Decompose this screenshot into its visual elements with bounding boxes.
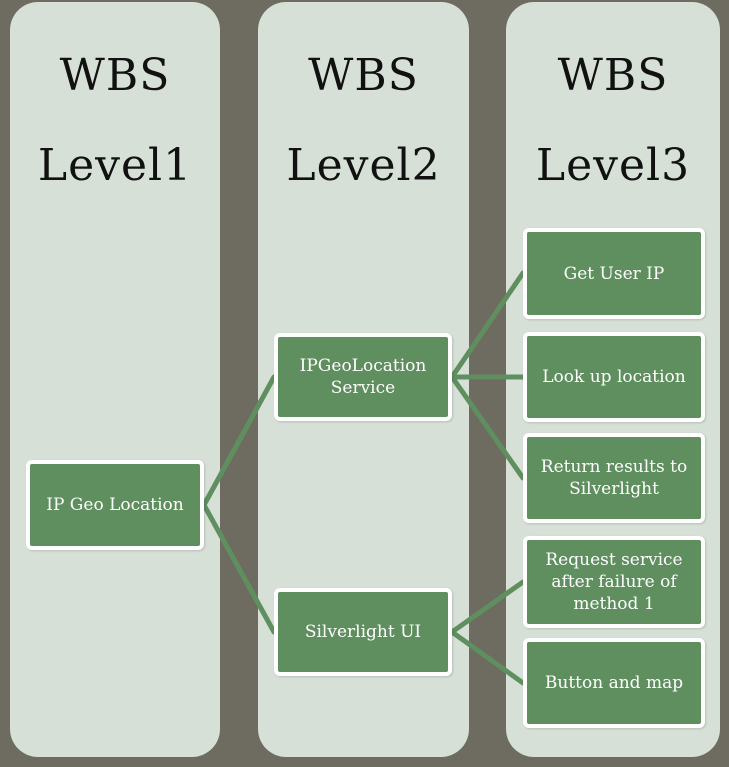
column-header: WBS Level2: [258, 52, 469, 232]
connector-service-return: [449, 374, 526, 481]
header-line1: WBS: [308, 50, 419, 101]
node-silverlight-ui: Silverlight UI: [274, 588, 452, 676]
column-level1: WBS Level1: [10, 2, 220, 757]
connector-root-ui: [201, 502, 277, 635]
node-ip-geo-location: IP Geo Location: [26, 460, 204, 550]
header-line2: Level1: [37, 140, 193, 191]
column-header: WBS Level1: [10, 52, 220, 232]
node-get-user-ip: Get User IP: [523, 228, 705, 319]
node-label: Look up location: [542, 367, 686, 387]
node-label: Button and map: [544, 673, 684, 693]
node-look-up-location: Look up location: [523, 332, 705, 422]
connector-ui-button: [449, 629, 526, 686]
header-line2: Level3: [535, 140, 691, 191]
node-button-and-map: Button and map: [523, 638, 705, 728]
node-label: IP Geo Location: [46, 495, 184, 515]
header-line1: WBS: [557, 50, 669, 101]
header-line2: Level2: [286, 140, 441, 191]
connector-ui-request: [449, 579, 526, 635]
node-label: IPGeoLocation Service: [299, 356, 427, 398]
connector-service-get-ip: [449, 270, 526, 380]
node-request-service: Request service after failure of method …: [523, 536, 705, 628]
node-label: Request service after failure of method …: [545, 550, 683, 614]
header-line1: WBS: [59, 50, 171, 101]
node-ipgeolocation-service: IPGeoLocation Service: [274, 333, 452, 421]
column-header: WBS Level3: [506, 52, 720, 232]
node-label: Silverlight UI: [304, 622, 422, 642]
connector-root-service: [201, 374, 277, 508]
node-return-results: Return results to Silverlight: [523, 433, 705, 523]
node-label: Return results to Silverlight: [540, 457, 688, 499]
node-label: Get User IP: [563, 263, 665, 284]
